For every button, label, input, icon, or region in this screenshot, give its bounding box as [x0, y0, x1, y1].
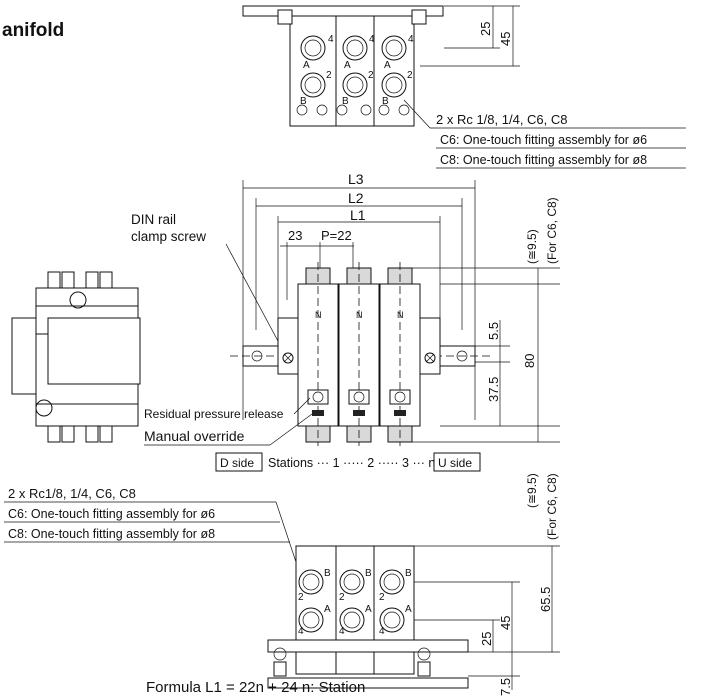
top-c8-note: C8: One-touch fitting assembly for ø8 [440, 153, 647, 167]
manual-override-icon [312, 410, 406, 416]
dim-25-top: 25 [478, 22, 493, 36]
dim-25-bottom: 25 [479, 632, 494, 646]
port-label: 4 [379, 626, 385, 637]
top-view-station [373, 15, 415, 127]
dim-L3: L3 [348, 171, 364, 187]
dim-65-5: 65.5 [538, 587, 553, 612]
dim-45-top: 45 [498, 32, 513, 46]
fitting-icon [35, 399, 53, 417]
port-label: B [382, 96, 389, 107]
dim-37-5: 37.5 [486, 377, 501, 402]
top-port-note: 2 x Rc 1/8, 1/4, C6, C8 [436, 112, 568, 127]
fitting-icon [69, 291, 87, 309]
n-mark: N [397, 310, 404, 320]
port-label: 2 [368, 70, 374, 81]
port-label: B [365, 568, 372, 579]
rail-screw-icon [277, 9, 427, 25]
title-fragment: anifold [2, 20, 64, 41]
dim-L1: L1 [350, 207, 366, 223]
manual-override-label: Manual override [144, 428, 245, 444]
port-label: A [344, 60, 351, 71]
rail-screw-icon [273, 647, 431, 677]
port-icon [298, 569, 405, 633]
port-label: A [303, 60, 310, 71]
dim-23: 23 [288, 228, 302, 243]
port-label: 4 [328, 34, 334, 45]
top-view-station [335, 15, 375, 127]
bottom-station [373, 545, 415, 675]
port-label: 2 [298, 592, 304, 603]
residual-label: Residual pressure release [144, 407, 284, 421]
din-rail-label: DIN rail [131, 212, 176, 227]
bottom-c8-note: C8: One-touch fitting assembly for ø8 [8, 527, 215, 541]
dim-pitch: P=22 [321, 228, 352, 243]
port-label: B [405, 568, 412, 579]
for-c6-c8-top: (For C6, C8) [545, 197, 559, 264]
front-view: L3 L2 L1 23 P=22 DIN rail clamp screw [131, 171, 560, 540]
n-mark: N [315, 310, 322, 320]
dim-9-5-top: (≅9.5) [525, 229, 539, 264]
dim-9-5-bottom: (≅9.5) [525, 473, 539, 508]
port-label: B [324, 568, 331, 579]
dim-L2: L2 [348, 190, 364, 206]
port-icon [300, 35, 407, 98]
side-view [11, 271, 141, 443]
top-c6-note: C6: One-touch fitting assembly for ø6 [440, 133, 647, 147]
bottom-port-note: 2 x Rc1/8, 1/4, C6, C8 [8, 486, 136, 501]
for-c6-c8-bottom: (For C6, C8) [545, 473, 559, 540]
port-label: A [365, 604, 372, 615]
port-label: 2 [326, 70, 332, 81]
port-label: 4 [408, 34, 414, 45]
port-label: 2 [407, 70, 413, 81]
bottom-station [335, 545, 375, 675]
connector-icon [47, 271, 113, 443]
formula-text: Formula L1 = 22n + 24 n: Station [146, 679, 365, 696]
port-label: B [300, 96, 307, 107]
dim-7-5: 7.5 [498, 678, 513, 696]
dim-5-5: 5.5 [486, 322, 501, 340]
clamp-screw-icon [282, 352, 436, 364]
residual-release-icon [307, 389, 411, 405]
bottom-screw-icon [296, 104, 410, 116]
port-label: 2 [379, 592, 385, 603]
top-view: 4 4 4 A A A 2 2 2 B B B 25 45 2 x Rc 1/8… [242, 5, 686, 169]
d-side-label: D side [220, 456, 254, 470]
u-side-label: U side [438, 456, 472, 470]
port-label: B [342, 96, 349, 107]
bottom-view: 2 x Rc1/8, 1/4, C6, C8 C6: One-touch fit… [4, 486, 560, 696]
port-label: 4 [298, 626, 304, 637]
bottom-c6-note: C6: One-touch fitting assembly for ø6 [8, 507, 215, 521]
port-label: A [384, 60, 391, 71]
dim-80: 80 [522, 354, 537, 368]
dim-45-bottom: 45 [498, 616, 513, 630]
port-label: 4 [369, 34, 375, 45]
port-label: A [405, 604, 412, 615]
port-label: A [324, 604, 331, 615]
din-rail-label-2: clamp screw [131, 229, 206, 244]
station-body [338, 283, 380, 427]
stations-text: Stations ··· 1 ····· 2 ····· 3 ··· n [268, 456, 435, 470]
station-body [297, 283, 339, 427]
port-label: 2 [339, 592, 345, 603]
n-mark: N [356, 310, 363, 320]
port-label: 4 [339, 626, 345, 637]
